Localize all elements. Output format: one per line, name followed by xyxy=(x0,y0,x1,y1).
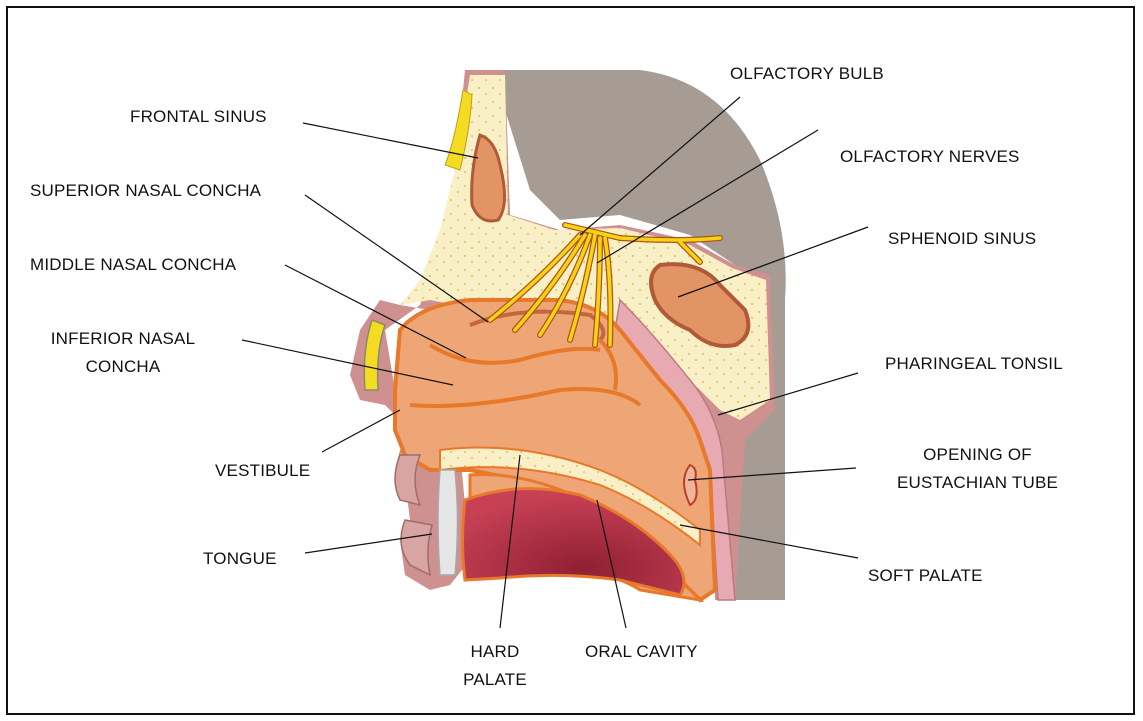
label-oral-cavity: ORAL CAVITY xyxy=(585,638,698,666)
label-inferior-line2: CONCHA xyxy=(38,353,208,381)
tooth-shape xyxy=(438,470,458,575)
label-inferior-line1: INFERIOR NASAL xyxy=(38,325,208,353)
label-hard-palate-line2: PALATE xyxy=(460,666,530,694)
label-olfactory-bulb: OLFACTORY BULB xyxy=(730,60,884,88)
label-eustachian-line2: EUSTACHIAN TUBE xyxy=(855,469,1100,497)
label-eustachian-line1: OPENING OF xyxy=(855,441,1100,469)
label-soft-palate: SOFT PALATE xyxy=(868,562,983,590)
label-frontal-sinus: FRONTAL SINUS xyxy=(130,103,267,131)
label-tongue: TONGUE xyxy=(203,545,277,573)
leader-frontal-sinus xyxy=(303,123,478,158)
leader-vestibule xyxy=(322,410,400,452)
label-middle-nasal-concha: MIDDLE NASAL CONCHA xyxy=(30,251,236,279)
label-inferior-nasal-concha: INFERIOR NASAL CONCHA xyxy=(38,325,208,381)
label-superior-nasal-concha: SUPERIOR NASAL CONCHA xyxy=(30,177,261,205)
label-vestibule: VESTIBULE xyxy=(215,457,310,485)
label-eustachian-tube: OPENING OF EUSTACHIAN TUBE xyxy=(855,441,1100,497)
label-pharyngeal-tonsil: PHARINGEAL TONSIL xyxy=(885,350,1063,378)
label-hard-palate: HARD PALATE xyxy=(460,638,530,694)
label-olfactory-nerves: OLFACTORY NERVES xyxy=(840,143,1020,171)
label-sphenoid-sinus: SPHENOID SINUS xyxy=(888,225,1036,253)
label-hard-palate-line1: HARD xyxy=(460,638,530,666)
